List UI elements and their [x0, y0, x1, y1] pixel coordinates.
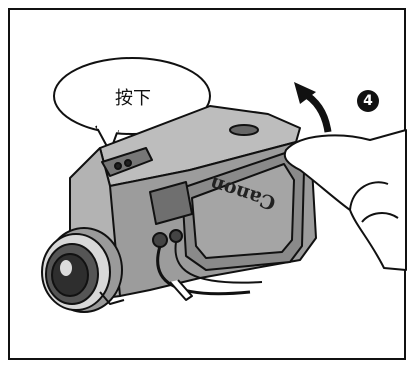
step-number-badge: 4: [357, 90, 379, 112]
speech-bubble: [53, 57, 211, 155]
callout-text: 按下: [115, 88, 151, 109]
curved-up-arrow-icon: [294, 82, 332, 133]
camcorder-body: [41, 105, 317, 313]
hand-icon: [283, 129, 407, 271]
